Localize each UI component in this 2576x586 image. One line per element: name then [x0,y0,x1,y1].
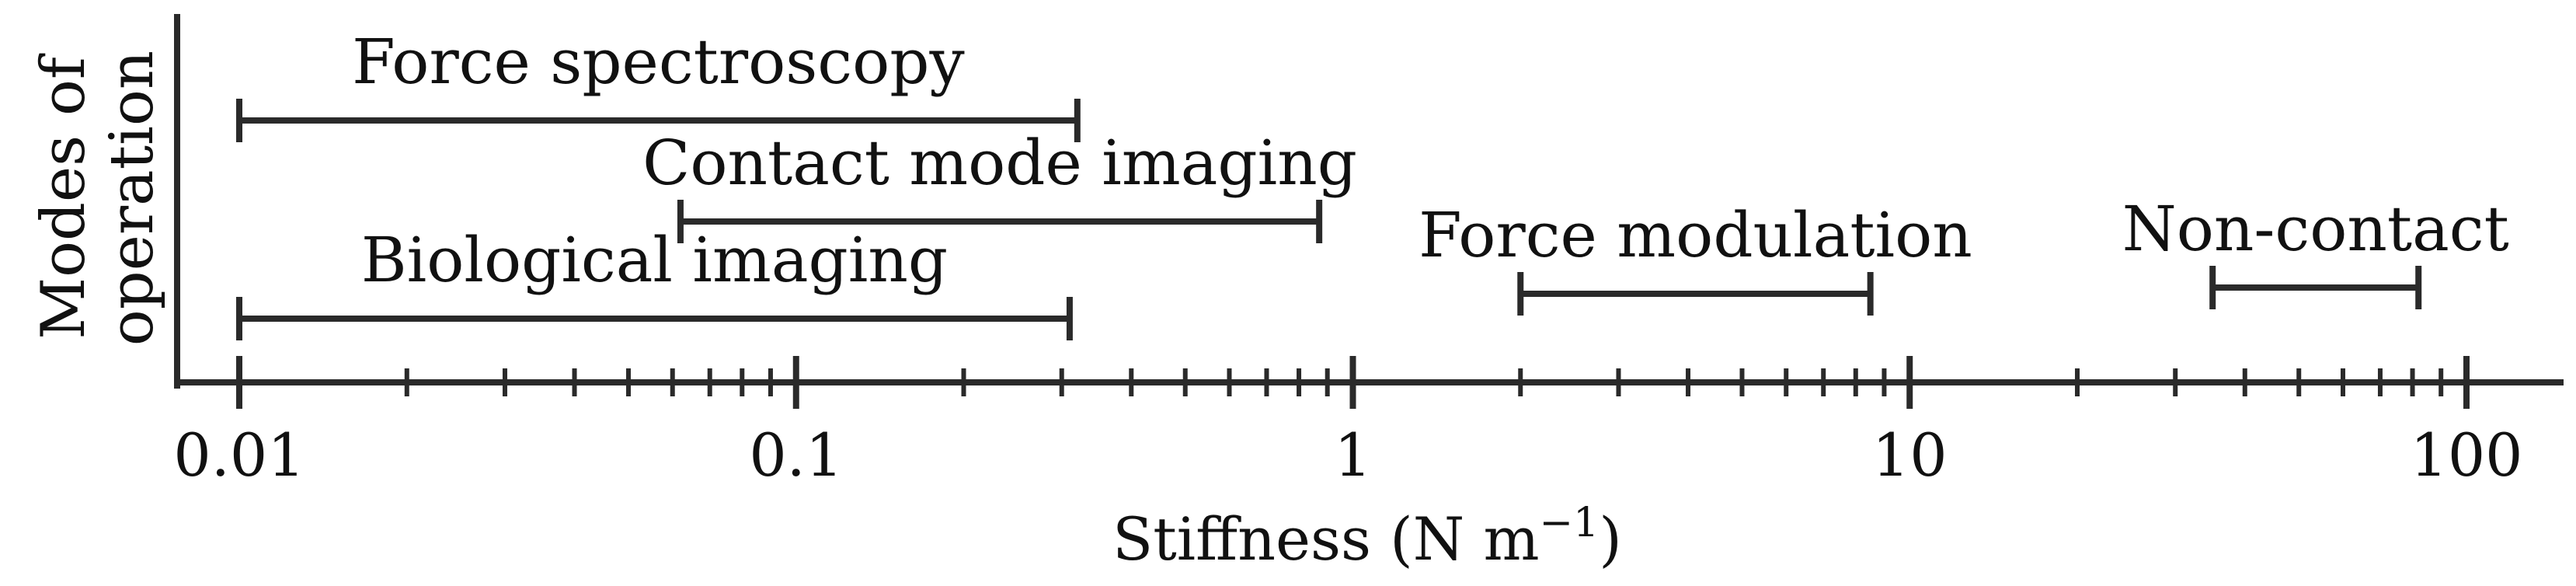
x-tick-label: 1 [1334,420,1371,490]
x-axis-label-close: ) [1599,504,1622,574]
x-tick-label: 100 [2410,420,2522,490]
range-bar: Contact mode imaging [642,127,1357,243]
range-label: Non-contact [2122,193,2509,265]
x-axis-ticks: 0.01 0.1 1 10 100 [173,356,2523,490]
x-tick-label: 10 [1872,420,1948,490]
range-label: Contact mode imaging [642,127,1357,199]
y-axis-label-line1: Modes of [29,53,99,340]
x-axis-label-text: Stiffness (N m [1112,504,1539,574]
range-label: Force spectroscopy [352,26,965,98]
range-label: Biological imaging [361,224,948,296]
x-axis-label-exponent: −1 [1540,500,1600,546]
y-axis-label-line2: operation [97,51,167,346]
range-label: Force modulation [1419,199,1972,271]
x-tick-label: 0.01 [173,420,305,490]
range-bar: Non-contact [2122,193,2509,309]
range-bar: Biological imaging [236,224,1073,340]
x-tick-label: 0.1 [749,420,843,490]
range-bar: Force spectroscopy [236,26,1081,142]
x-axis-label: Stiffness (N m−1) [1112,500,1622,574]
range-bar: Force modulation [1419,199,1972,316]
